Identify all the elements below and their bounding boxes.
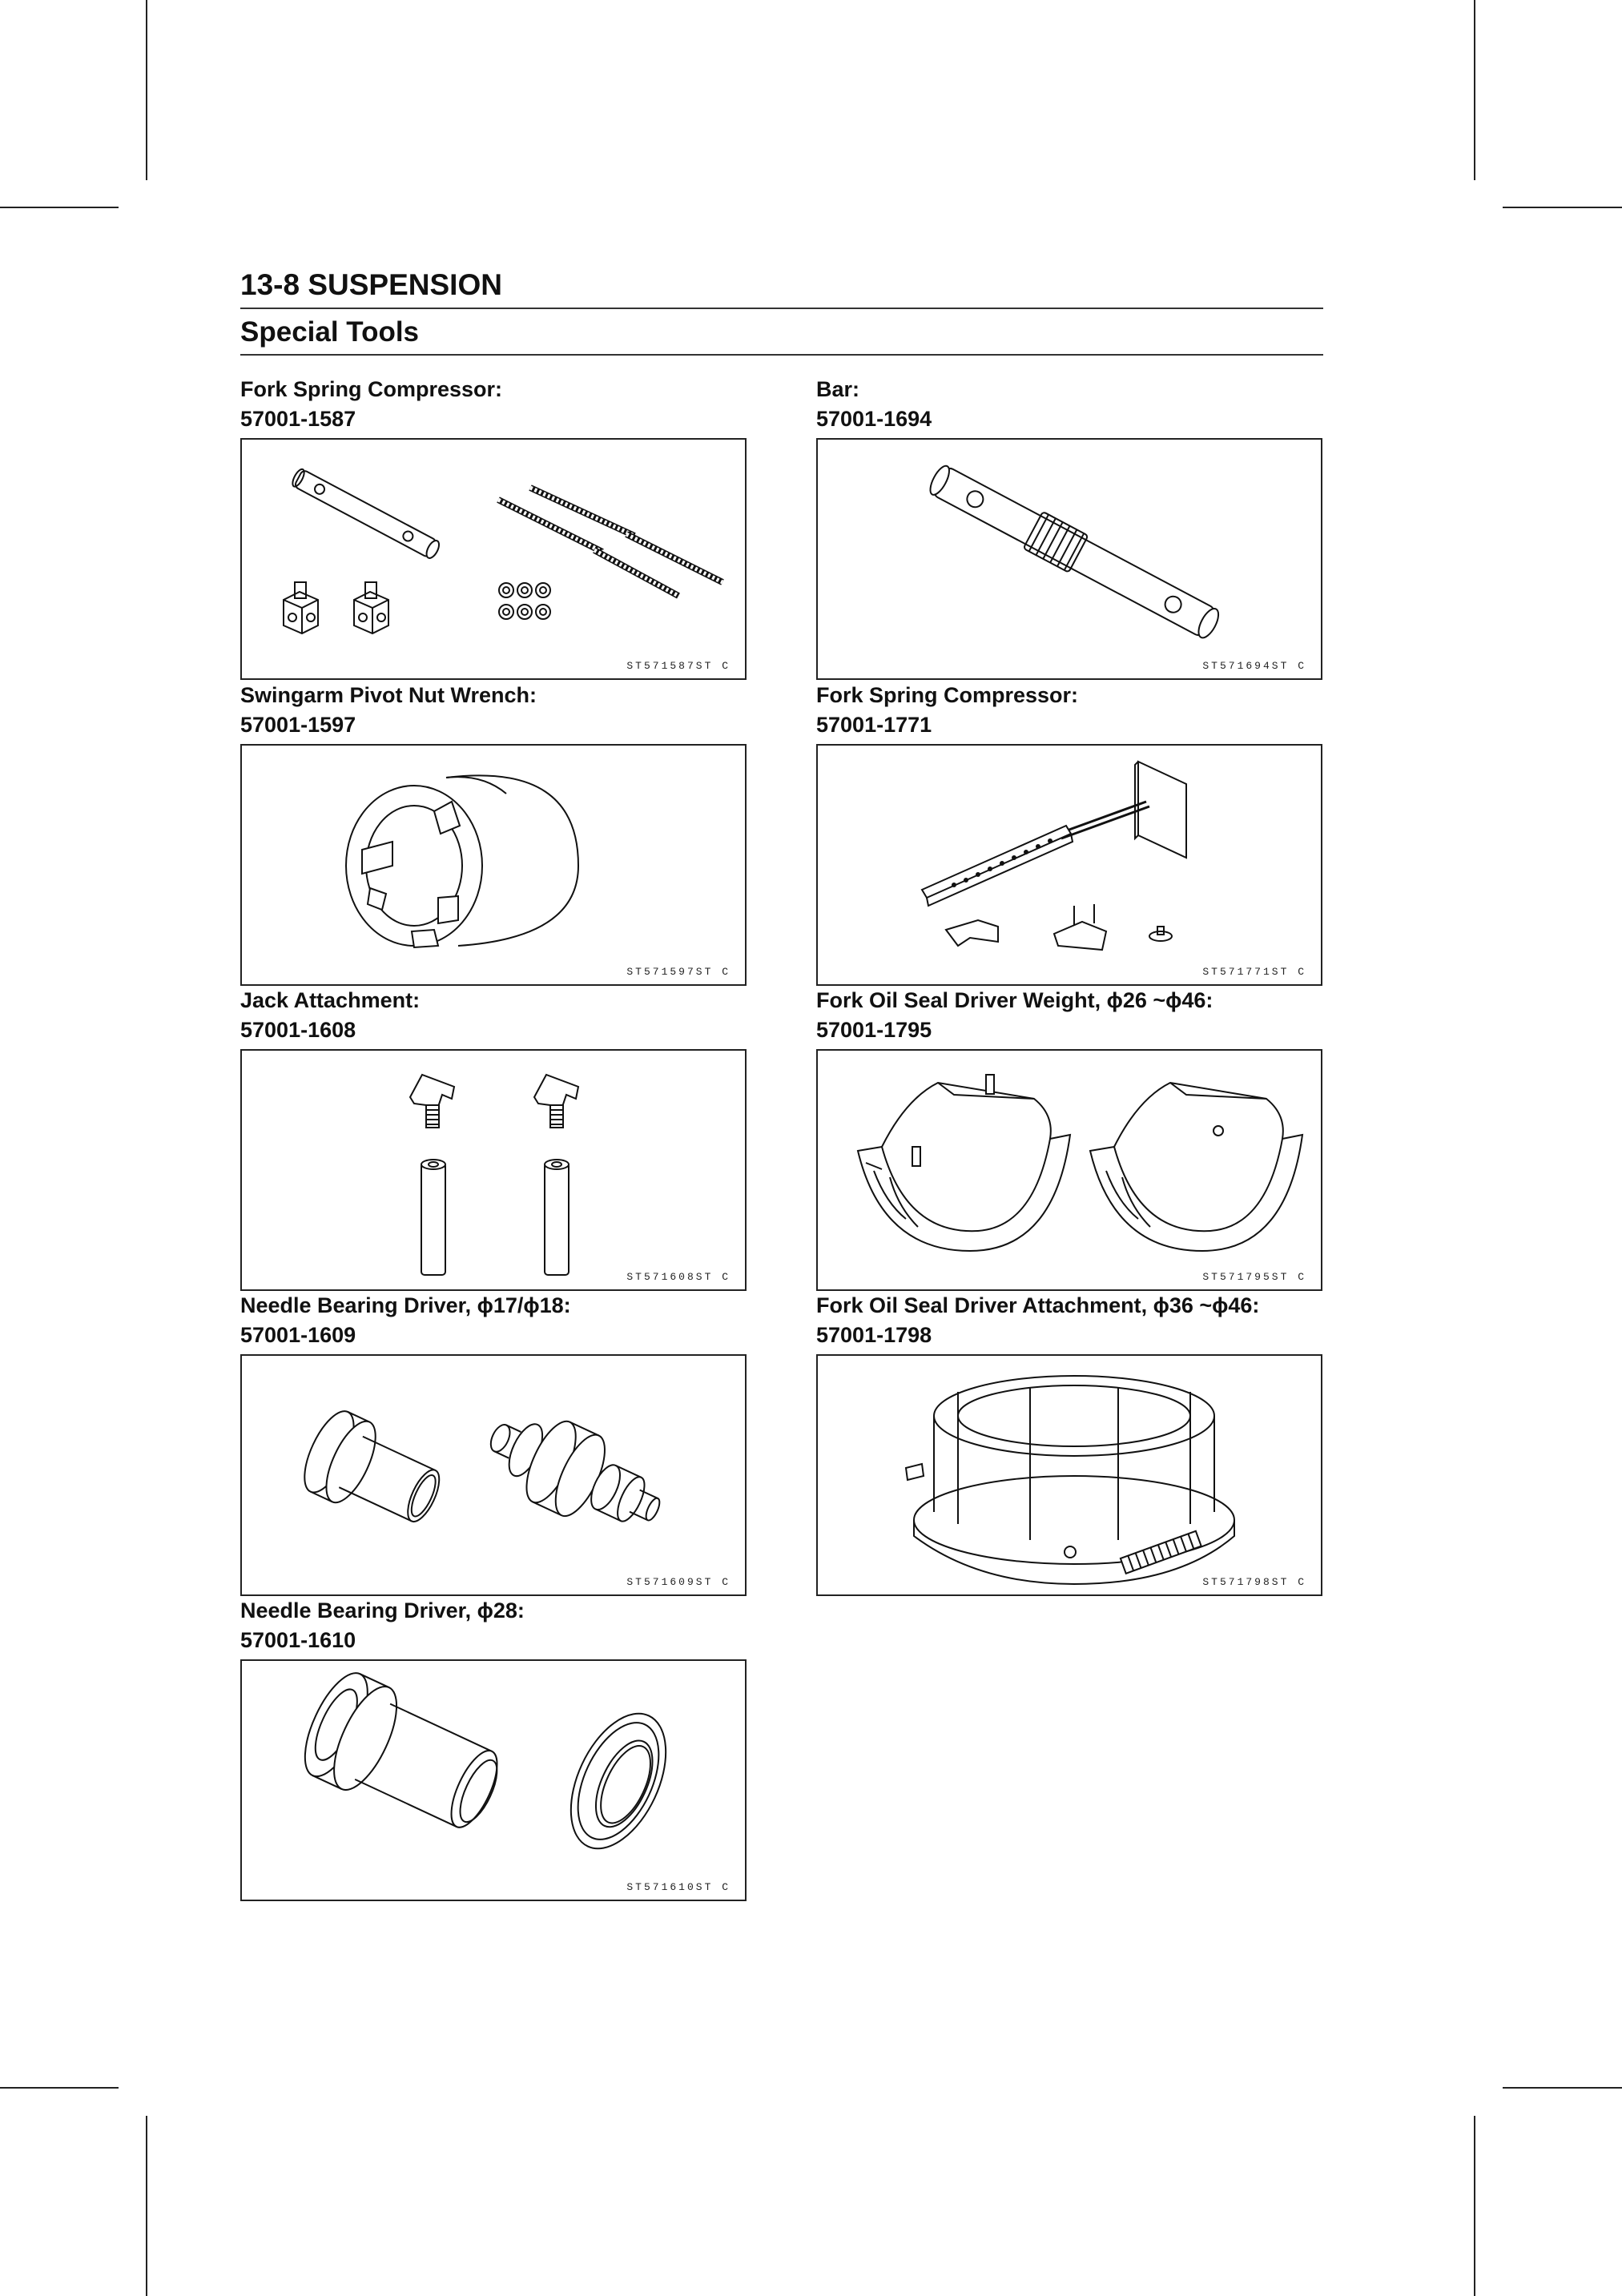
title-rule [240, 308, 1323, 309]
section-title: Special Tools [240, 316, 420, 348]
tool-name: Bar: [816, 377, 860, 401]
illustration-code: ST571597ST C [626, 966, 731, 978]
tool-illustration-box: ST571795ST C [816, 1049, 1322, 1291]
tool-number: 57001-1771 [816, 713, 932, 737]
tool-entry: Jack Attachment: 57001-1608 ST571608ST C [240, 986, 747, 1291]
tool-number: 57001-1597 [240, 713, 356, 737]
fork-spring-compressor-1587-illustration [283, 468, 724, 635]
crop-mark [0, 2087, 119, 2089]
seal-driver-weight-illustration [856, 1074, 1304, 1253]
tool-illustration-box: ST571694ST C [816, 438, 1322, 680]
tool-name: Fork Oil Seal Driver Attachment, ϕ36 ~ϕ4… [816, 1293, 1260, 1317]
tool-name: Swingarm Pivot Nut Wrench: [240, 683, 537, 707]
seal-driver-attachment-illustration [904, 1375, 1235, 1586]
needle-bearing-driver-1610-illustration [304, 1672, 667, 1850]
illustration-code: ST571608ST C [626, 1271, 731, 1283]
tool-entry: Needle Bearing Driver, ϕ28: 57001-1610 S… [240, 1596, 747, 1901]
tool-name: Fork Spring Compressor: [816, 683, 1079, 707]
tool-entry: Fork Spring Compressor: 57001-1587 [240, 375, 747, 680]
illustration-code: ST571587ST C [626, 660, 731, 672]
illustration-code: ST571771ST C [1202, 966, 1306, 978]
tool-entry: Swingarm Pivot Nut Wrench: 57001-1597 ST… [240, 681, 747, 986]
tool-name: Jack Attachment: [240, 988, 421, 1012]
tool-illustration-box: ST571587ST C [240, 438, 747, 680]
crop-mark [0, 207, 119, 208]
tool-number: 57001-1609 [240, 1323, 356, 1347]
illustration-code: ST571609ST C [626, 1576, 731, 1588]
tool-entry: Fork Oil Seal Driver Weight, ϕ26 ~ϕ46: 5… [816, 986, 1322, 1291]
crop-mark [146, 2116, 147, 2296]
tool-entry: Needle Bearing Driver, ϕ17/ϕ18: 57001-16… [240, 1291, 747, 1596]
tool-name: Fork Oil Seal Driver Weight, ϕ26 ~ϕ46: [816, 988, 1213, 1012]
tool-number: 57001-1610 [240, 1628, 356, 1652]
tool-illustration-box: ST571798ST C [816, 1354, 1322, 1596]
crop-mark [1474, 0, 1475, 180]
section-rule [240, 354, 1323, 356]
tool-number: 57001-1694 [816, 407, 932, 431]
tool-entry: Fork Spring Compressor: 57001-1771 ST571… [816, 681, 1322, 986]
illustration-code: ST571610ST C [626, 1881, 731, 1893]
tool-illustration-box: ST571609ST C [240, 1354, 747, 1596]
page-title: 13-8 SUSPENSION [240, 268, 502, 301]
tool-number: 57001-1795 [816, 1018, 932, 1042]
pivot-nut-wrench-illustration [345, 774, 580, 949]
crop-mark [146, 0, 147, 180]
crop-mark [1503, 207, 1622, 208]
tool-number: 57001-1608 [240, 1018, 356, 1042]
tool-name: Fork Spring Compressor: [240, 377, 503, 401]
illustration-code: ST571694ST C [1202, 660, 1306, 672]
tool-entry: Bar: 57001-1694 ST571694ST C [816, 375, 1322, 680]
tool-illustration-box: ST571597ST C [240, 744, 747, 986]
needle-bearing-driver-1609-illustration [304, 1410, 661, 1523]
fork-spring-compressor-1771-illustration [920, 760, 1187, 951]
crop-mark [1503, 2087, 1622, 2089]
crop-mark [1474, 2116, 1475, 2296]
tool-name: Needle Bearing Driver, ϕ17/ϕ18: [240, 1293, 571, 1317]
tool-illustration-box: ST571771ST C [816, 744, 1322, 986]
tool-entry: Fork Oil Seal Driver Attachment, ϕ36 ~ϕ4… [816, 1291, 1322, 1596]
tool-number: 57001-1798 [816, 1323, 932, 1347]
illustration-code: ST571795ST C [1202, 1271, 1306, 1283]
tool-number: 57001-1587 [240, 407, 356, 431]
tool-illustration-box: ST571608ST C [240, 1049, 747, 1291]
illustration-code: ST571798ST C [1202, 1576, 1306, 1588]
page-header: 13-8 SUSPENSION Special Tools [240, 264, 1323, 357]
jack-attachment-illustration [409, 1073, 580, 1276]
bar-illustration [929, 464, 1220, 639]
tool-illustration-box: ST571610ST C [240, 1659, 747, 1901]
tool-name: Needle Bearing Driver, ϕ28: [240, 1598, 525, 1622]
